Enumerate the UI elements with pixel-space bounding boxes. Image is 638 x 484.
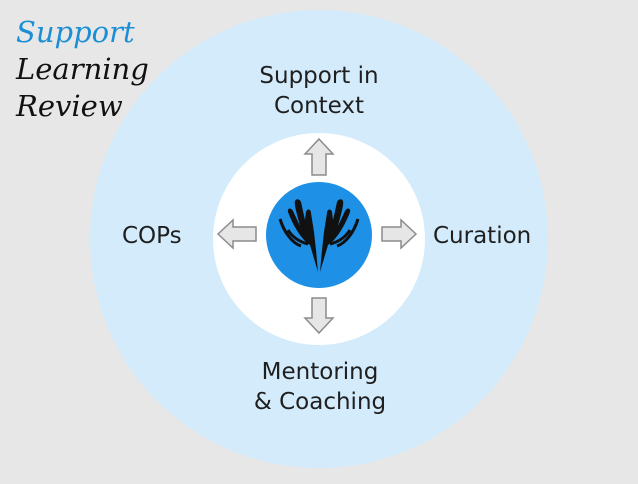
label-top-line-1: Support in [259, 63, 379, 89]
label-bottom-line-1: Mentoring [261, 359, 379, 385]
arrow-up-icon [303, 137, 335, 176]
arrow-down-icon [303, 297, 335, 335]
label-cops: COPs [122, 223, 182, 249]
logo-line-review: Review [16, 89, 123, 123]
arrow-left-icon [216, 218, 257, 250]
arrow-right-icon [381, 218, 418, 250]
label-top-line-2: Context [273, 93, 365, 119]
label-curation: Curation [433, 223, 532, 249]
logo-line-support: Support [16, 15, 135, 49]
label-bottom-line-2: & Coaching [253, 389, 387, 415]
label-mentoring-coaching: Mentoring & Coaching [235, 357, 405, 417]
logo: Support Learning Review [16, 14, 149, 125]
open-hands-icon [278, 199, 360, 272]
center-circle [266, 182, 372, 288]
logo-line-learning: Learning [16, 52, 149, 86]
label-support-in-context: Support in Context [244, 61, 394, 121]
